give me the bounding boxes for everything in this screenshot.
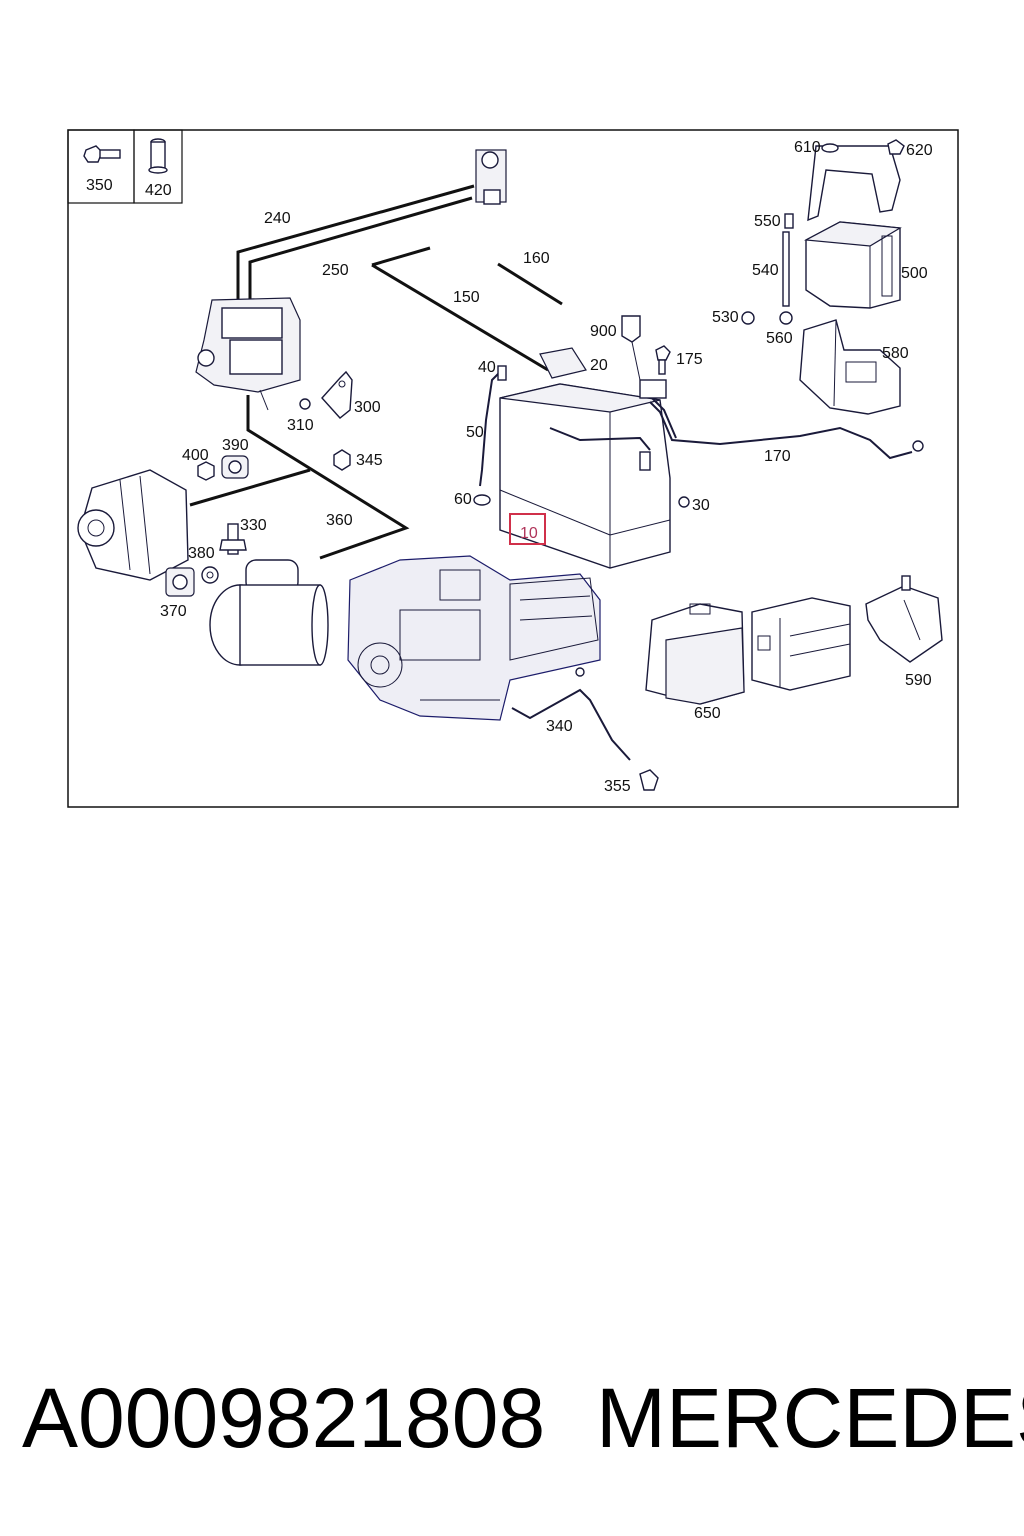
vent-hose-icon — [473, 365, 507, 506]
label-560[interactable]: 560 — [766, 330, 793, 347]
battery-tray-580-icon — [799, 319, 901, 415]
bracket-590-icon — [865, 575, 943, 663]
ground-cable-340-icon — [511, 667, 659, 791]
label-175[interactable]: 175 — [676, 351, 703, 368]
label-610[interactable]: 610 — [794, 139, 821, 156]
label-150[interactable]: 150 — [453, 289, 480, 306]
leader-lines — [189, 184, 563, 560]
label-620[interactable]: 620 — [906, 142, 933, 159]
bolt-350-icon — [83, 145, 121, 163]
connector-top-icon — [475, 149, 507, 205]
bracket-300-icon — [299, 370, 353, 419]
label-390[interactable]: 390 — [222, 437, 249, 454]
bushing-370-icon — [165, 567, 195, 597]
diagram-frame — [67, 129, 959, 808]
label-300[interactable]: 300 — [354, 399, 381, 416]
washer-380-icon — [201, 566, 219, 584]
battery-housing-650-icon — [645, 603, 745, 705]
label-340[interactable]: 340 — [546, 718, 573, 735]
label-350: 350 — [86, 177, 113, 194]
label-360[interactable]: 360 — [326, 512, 353, 529]
label-500[interactable]: 500 — [901, 265, 928, 282]
label-60[interactable]: 60 — [454, 491, 472, 508]
battery-cover-icon — [751, 597, 851, 691]
battery-cable-170-icon — [639, 379, 924, 460]
part-number: A0009821808 — [22, 1371, 546, 1465]
rod-540-icon — [779, 213, 794, 325]
brand-name: MERCEDES — [596, 1371, 1024, 1465]
nut-30-icon — [678, 496, 690, 508]
label-580[interactable]: 580 — [882, 345, 909, 362]
label-40[interactable]: 40 — [478, 359, 496, 376]
alternator-icon — [77, 469, 189, 581]
label-20[interactable]: 20 — [590, 357, 608, 374]
label-355[interactable]: 355 — [604, 778, 631, 795]
battery-icon — [499, 383, 671, 569]
stud-330-icon — [219, 523, 247, 555]
label-370[interactable]: 370 — [160, 603, 187, 620]
highlight-box — [509, 513, 546, 545]
nut-530-icon — [741, 311, 755, 325]
label-530[interactable]: 530 — [712, 309, 739, 326]
label-550[interactable]: 550 — [754, 213, 781, 230]
cover-plate-20-icon — [539, 347, 587, 379]
engine-icon — [347, 555, 601, 721]
sleeve-420-icon — [148, 138, 168, 174]
label-250[interactable]: 250 — [322, 262, 349, 279]
sensor-900-icon — [621, 315, 641, 381]
label-240[interactable]: 240 — [264, 210, 291, 227]
parts-diagram: 350 420 — [67, 129, 959, 808]
label-400[interactable]: 400 — [182, 447, 209, 464]
callout-labels: 10 20 30 40 50 60 150 160 170 175 240 25… — [160, 139, 933, 795]
caption: A0009821808 MERCEDES — [0, 1370, 1024, 1470]
label-330[interactable]: 330 — [240, 517, 267, 534]
starter-motor-icon — [209, 559, 329, 666]
label-50[interactable]: 50 — [466, 424, 484, 441]
inset-box: 350 420 — [67, 129, 183, 204]
fuse-box-icon — [195, 297, 301, 411]
label-590[interactable]: 590 — [905, 672, 932, 689]
label-10[interactable]: 10 — [520, 525, 538, 542]
bushing-390-icon — [221, 455, 249, 479]
label-170[interactable]: 170 — [764, 448, 791, 465]
label-380[interactable]: 380 — [188, 545, 215, 562]
bracket-610-icon — [807, 139, 905, 222]
label-160[interactable]: 160 — [523, 250, 550, 267]
label-900[interactable]: 900 — [590, 323, 617, 340]
nut-345-icon — [333, 449, 351, 471]
bolt-175-icon — [655, 345, 671, 375]
label-30[interactable]: 30 — [692, 497, 710, 514]
label-420: 420 — [145, 182, 172, 199]
battery-500-icon — [803, 221, 902, 309]
label-540[interactable]: 540 — [752, 262, 779, 279]
label-345[interactable]: 345 — [356, 452, 383, 469]
label-650[interactable]: 650 — [694, 705, 721, 722]
label-310[interactable]: 310 — [287, 417, 314, 434]
nut-400-icon — [197, 461, 215, 481]
